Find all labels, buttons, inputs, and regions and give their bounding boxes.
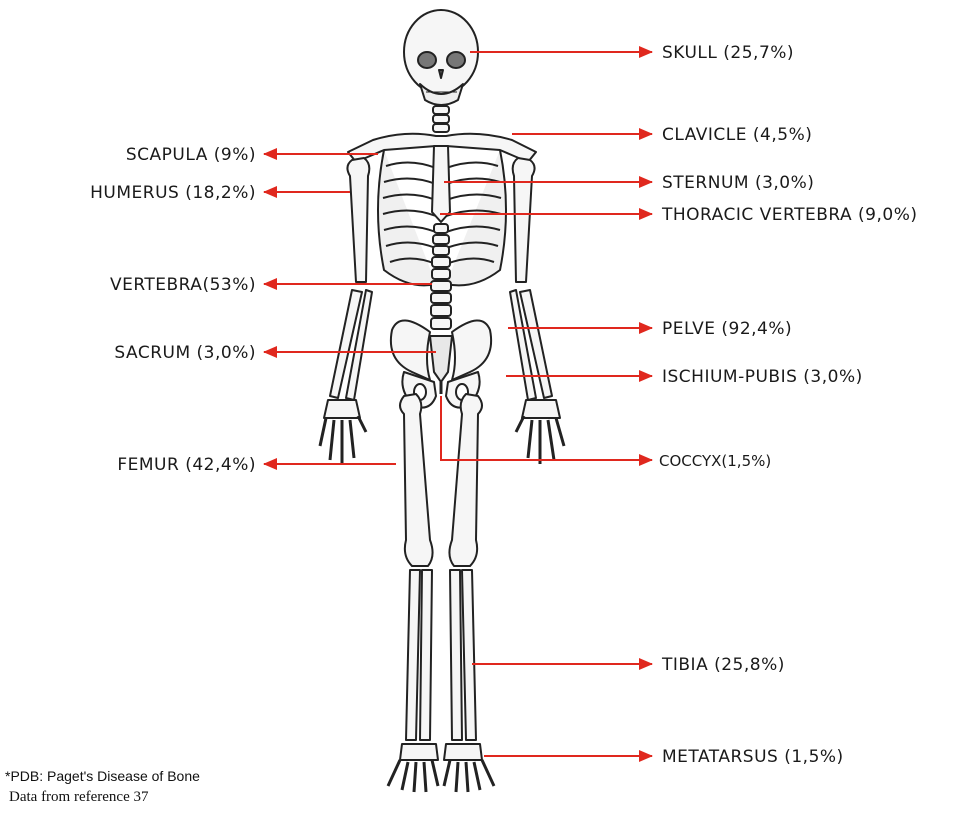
label-tibia: TIBIA (25,8%) — [661, 655, 785, 675]
footnote-abbreviation: *PDB: Paget's Disease of Bone — [5, 768, 200, 784]
label-clavicle: CLAVICLE (4,5%) — [662, 125, 812, 145]
label-thoracic-vertebra: THORACIC VERTEBRA (9,0%) — [661, 205, 918, 225]
label-sternum: STERNUM (3,0%) — [662, 173, 814, 193]
label-sacrum: SACRUM (3,0%) — [114, 343, 256, 363]
label-humerus: HUMERUS (18,2%) — [90, 183, 256, 203]
label-scapula: SCAPULA (9%) — [126, 145, 256, 165]
spine — [431, 224, 451, 329]
label-ischium-pubis: ISCHIUM-PUBIS (3,0%) — [662, 367, 863, 387]
label-pelve: PELVE (92,4%) — [662, 319, 792, 339]
right-arm-bones — [510, 158, 564, 464]
right-leg-bones — [444, 394, 494, 792]
label-femur: FEMUR (42,4%) — [117, 455, 256, 475]
left-arm-bones — [320, 158, 372, 464]
skull-bone — [404, 10, 478, 105]
cervical-spine — [433, 106, 449, 132]
left-leg-bones — [388, 394, 438, 792]
label-metatarsus: METATARSUS (1,5%) — [662, 747, 844, 767]
label-skull: SKULL (25,7%) — [662, 43, 794, 63]
sternum-bone — [432, 146, 450, 222]
label-vertebra: VERTEBRA(53%) — [110, 275, 256, 295]
label-coccyx: COCCYX(1,5%) — [659, 452, 771, 470]
footnote-source: Data from reference 37 — [9, 789, 149, 806]
pelvis-bone — [391, 320, 491, 407]
